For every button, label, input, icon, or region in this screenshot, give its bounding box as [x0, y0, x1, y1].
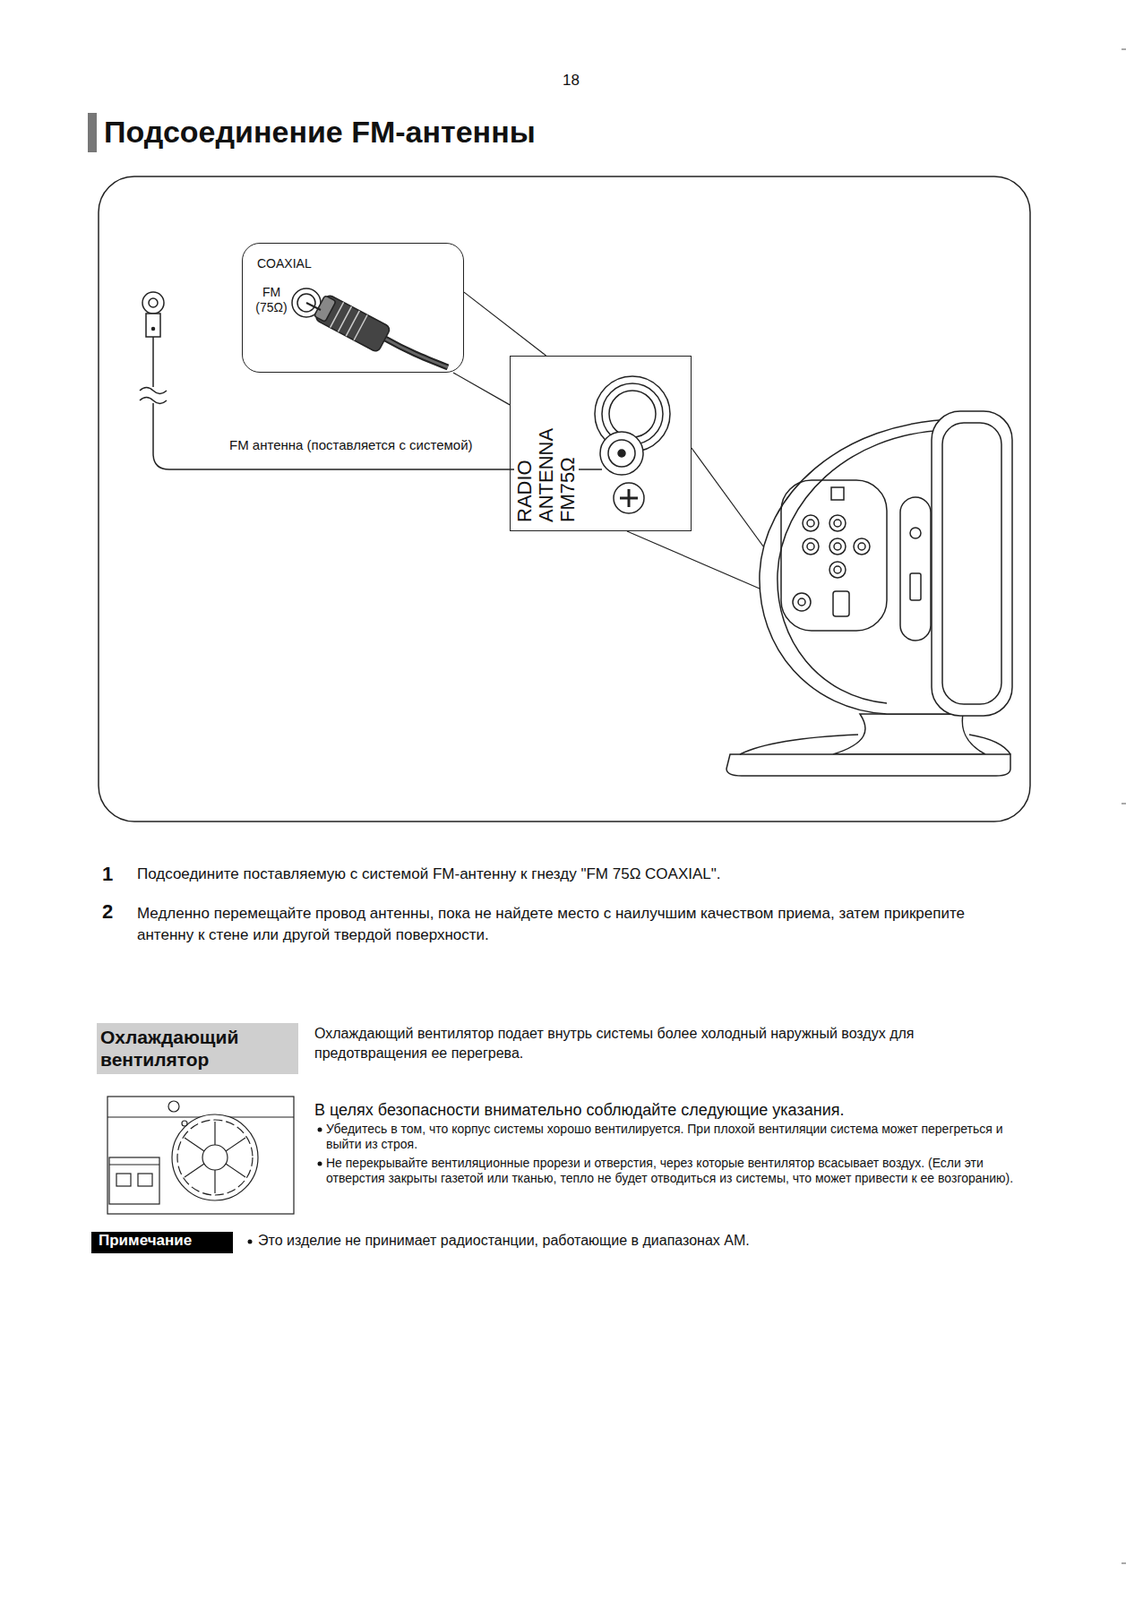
bullet-dot — [317, 1161, 323, 1167]
fan-picture — [184, 1121, 246, 1194]
body-text: Охлаждающий вентилятор подает внутрь сис… — [314, 1023, 1023, 1064]
sound-unit — [833, 566, 842, 574]
sound-unit — [726, 754, 1011, 776]
bullet-dot — [248, 1127, 323, 1245]
coaxial-plug — [385, 338, 448, 368]
sound-unit — [829, 561, 846, 578]
sound-unit — [910, 573, 921, 601]
coaxial-plug — [353, 315, 368, 341]
antenna-jack — [618, 449, 626, 457]
bullet-text: Убедитесь в том, что корпус системы хоро… — [326, 1121, 1034, 1152]
step-number: 2 — [102, 900, 113, 924]
sound-unit — [829, 538, 846, 555]
page-number: 18 — [562, 71, 580, 90]
sound-unit — [802, 515, 819, 532]
sound-unit — [726, 411, 1013, 776]
antenna-jack — [600, 431, 644, 475]
coaxial-plug — [292, 288, 448, 368]
sound-unit — [858, 542, 866, 551]
antenna-jack — [609, 390, 656, 438]
sound-unit — [829, 515, 846, 532]
fan-picture — [107, 1096, 294, 1214]
sound-unit — [781, 480, 887, 631]
antenna-jack — [608, 439, 636, 467]
section-heading: Охлаждающий вентилятор — [100, 1025, 293, 1071]
fm-antenna — [146, 313, 161, 337]
sound-unit — [833, 542, 842, 551]
coaxial-plug — [385, 338, 448, 368]
coaxial-plug — [314, 293, 392, 353]
leader-line — [453, 292, 547, 405]
sound-unit — [798, 598, 806, 606]
coaxial-plug — [312, 292, 391, 353]
note-heading: Примечание — [98, 1231, 192, 1250]
jack-name: COAXIAL — [257, 256, 312, 272]
step-text: Медленно перемещайте провод антенны, пок… — [137, 902, 1024, 946]
bullet-dot — [248, 1239, 253, 1245]
coaxial-plug — [306, 302, 321, 310]
sound-unit — [833, 591, 850, 617]
margin-tick — [1121, 803, 1126, 805]
fan-picture — [116, 1173, 131, 1186]
fan-picture — [177, 1119, 253, 1195]
part-name: FM антенна (поставляется с системой) — [229, 437, 473, 454]
sound-unit — [831, 487, 844, 500]
note-text: Это изделие не принимает радиостанции, р… — [257, 1231, 1065, 1249]
safety-heading: В целях безопасности внимательно соблюда… — [314, 1100, 1049, 1120]
step-text: Подсоедините поставляемую с системой FM-… — [137, 865, 1033, 884]
bullet-dot — [317, 1127, 323, 1133]
sound-unit — [853, 538, 870, 555]
bullet-text: Не перекрывайте вентиляционные прорези и… — [326, 1155, 1034, 1186]
section-band: Охлаждающий вентилятор — [96, 1022, 299, 1075]
fan-picture — [107, 1096, 294, 1214]
fan-picture — [137, 1173, 153, 1186]
sound-unit — [900, 497, 931, 641]
sound-unit — [792, 592, 811, 611]
sound-unit — [942, 422, 1002, 705]
fan-picture — [202, 1144, 228, 1170]
fm-antenna — [148, 298, 158, 308]
fm-antenna — [152, 327, 155, 331]
title-bar — [87, 112, 97, 153]
margin-tick — [1121, 49, 1126, 1564]
fm-antenna — [139, 387, 167, 395]
fan-picture — [109, 1157, 160, 1204]
sound-unit — [802, 538, 819, 555]
fm-antenna — [139, 397, 167, 404]
antenna-jack — [613, 482, 645, 514]
fan-picture — [168, 1100, 180, 1112]
sound-unit — [739, 734, 1011, 755]
sound-unit — [833, 519, 842, 527]
note-tag: Примечание — [91, 1231, 233, 1254]
diagram-frame — [98, 176, 1031, 822]
margin-tick — [1121, 49, 1126, 51]
sound-unit — [759, 419, 959, 714]
sound-unit — [807, 542, 815, 551]
sound-unit — [931, 411, 1013, 716]
title-bar — [87, 112, 97, 153]
panel-label: RADIO ANTENNA FM75Ω — [514, 396, 579, 523]
sound-unit — [807, 519, 815, 527]
antenna-jack — [619, 489, 638, 508]
zoom-box: RADIO ANTENNA FM75Ω — [509, 355, 692, 532]
fan-picture — [181, 1120, 188, 1126]
step-number: 1 — [102, 862, 113, 886]
margin-tick — [1121, 1563, 1126, 1565]
fan-picture — [109, 1163, 160, 1165]
callout-box: COAXIAL FM (75Ω) — [241, 242, 465, 373]
diagram-frame — [98, 176, 1031, 822]
fm-antenna — [142, 292, 164, 314]
antenna-jack — [594, 376, 671, 514]
fan-picture — [171, 1114, 258, 1201]
jack-label: FM (75Ω) — [249, 284, 293, 316]
fm-antenna — [152, 336, 155, 387]
page-title: Подсоединение FM-антенны — [103, 113, 536, 150]
sound-unit — [777, 429, 946, 704]
sound-unit — [910, 527, 921, 539]
